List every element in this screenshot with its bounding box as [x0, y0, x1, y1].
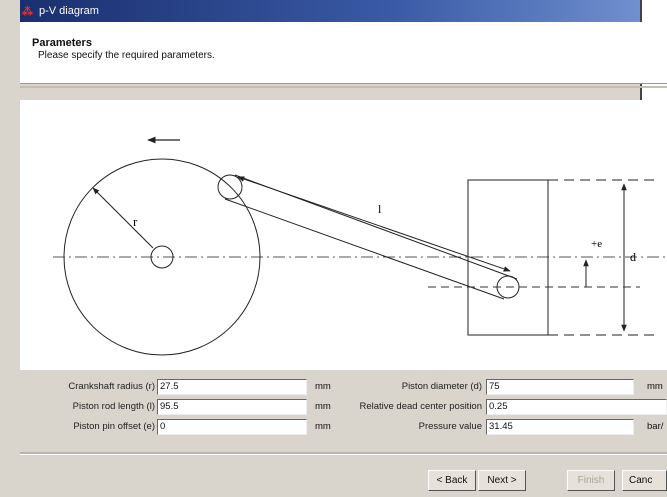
header-title: Parameters	[32, 37, 92, 49]
cancel-button[interactable]: Canc	[622, 470, 667, 491]
dead-center-label: Relative dead center position	[359, 401, 482, 412]
piston-diameter-input[interactable]: 75	[486, 379, 634, 395]
pressure-label: Pressure value	[418, 421, 482, 432]
title-bar: ⁂ p-V diagram	[20, 0, 640, 22]
diameter-label: d	[630, 250, 636, 264]
form-row-1: Crankshaft radius (r) 27.5 mm Piston dia…	[20, 378, 667, 396]
wizard-header: Parameters Please specify the required p…	[20, 22, 667, 84]
app-logo-icon: ⁂	[22, 6, 33, 18]
header-subtitle: Please specify the required parameters.	[38, 50, 215, 61]
next-button[interactable]: Next >	[478, 470, 526, 491]
button-separator	[20, 452, 667, 455]
crank-hub	[150, 245, 174, 269]
rod-length-input[interactable]: 95.5	[157, 399, 307, 415]
pin-offset-input[interactable]: 0	[157, 419, 307, 435]
crank-radius-input[interactable]: 27.5	[157, 379, 307, 395]
crank-diagram: r l +e d	[20, 100, 667, 370]
radius-arrow	[92, 187, 154, 249]
finish-button[interactable]: Finish	[567, 470, 615, 491]
back-button[interactable]: < Back	[428, 470, 476, 491]
crank-diagram-svg: r l +e d	[53, 136, 667, 356]
form-row-2: Piston rod length (l) 95.5 mm Relative d…	[20, 398, 667, 416]
piston-diameter-label: Piston diameter (d)	[401, 381, 482, 392]
radius-label: r	[133, 214, 138, 229]
header-divider	[20, 86, 667, 88]
offset-label: +e	[591, 238, 602, 250]
window-title: p-V diagram	[39, 5, 99, 17]
pressure-unit: bar/	[647, 421, 664, 432]
pin-offset-unit: mm	[315, 421, 331, 432]
pressure-input[interactable]: 31.45	[486, 419, 634, 435]
piston-diameter-unit: mm	[647, 381, 663, 392]
rod-length-arrow	[237, 176, 511, 272]
rod-length-unit: mm	[315, 401, 331, 412]
rod-length-label: Piston rod length (l)	[72, 401, 155, 412]
rod-edge-bottom	[224, 198, 505, 300]
pin-offset-label: Piston pin offset (e)	[73, 421, 155, 432]
rod-length-label: l	[378, 202, 382, 216]
crank-radius-label: Crankshaft radius (r)	[68, 381, 155, 392]
crank-radius-unit: mm	[315, 381, 331, 392]
parameter-form: Crankshaft radius (r) 27.5 mm Piston dia…	[20, 372, 667, 452]
form-row-3: Piston pin offset (e) 0 mm Pressure valu…	[20, 418, 667, 436]
dead-center-input[interactable]: 0.25	[486, 399, 667, 415]
